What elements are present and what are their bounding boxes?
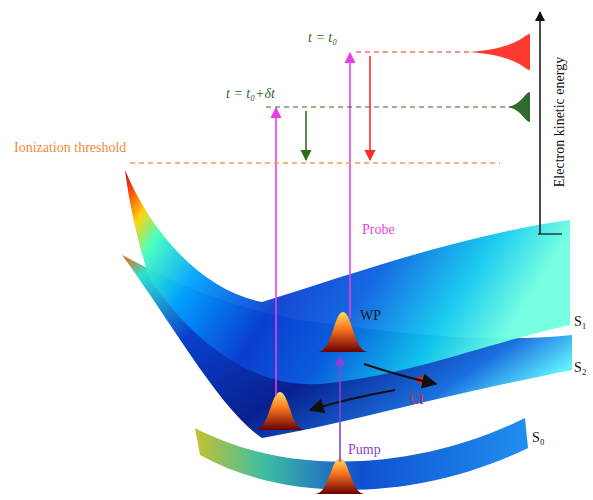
threshold-label: Ionization threshold [14,140,126,156]
time-label: t = t₀+δt [226,86,275,102]
ci-label: CI [410,392,424,408]
energy-level-line [356,51,472,52]
probe-arrow [349,53,351,318]
time-label: t = t₀ [308,30,337,46]
wavepacket [315,458,365,494]
kinetic-energy-arrow [369,56,371,160]
motion-arrow [310,390,395,410]
pump-arrow [339,356,341,462]
energy-level-line [266,106,512,107]
state-label: S₁ [574,314,587,330]
energy-axis-base [538,233,562,234]
wavepacket [255,392,305,430]
photoelectron-peak [508,92,530,122]
probe-arrow [275,108,277,396]
threshold-line [130,162,500,163]
s1-surface [125,170,570,384]
energy-axis [539,12,541,234]
wavepacket-label: WP [360,308,381,324]
s0-surface [195,418,528,490]
pump-label: Pump [348,442,381,458]
motion-arrow [364,364,436,384]
kinetic-energy-arrow [305,111,307,160]
state-label: S₂ [574,360,587,376]
state-label: S₀ [532,430,545,446]
photoelectron-peak [470,34,530,70]
axis-label: Electron kinetic energy [552,57,568,187]
probe-label: Probe [362,222,395,238]
